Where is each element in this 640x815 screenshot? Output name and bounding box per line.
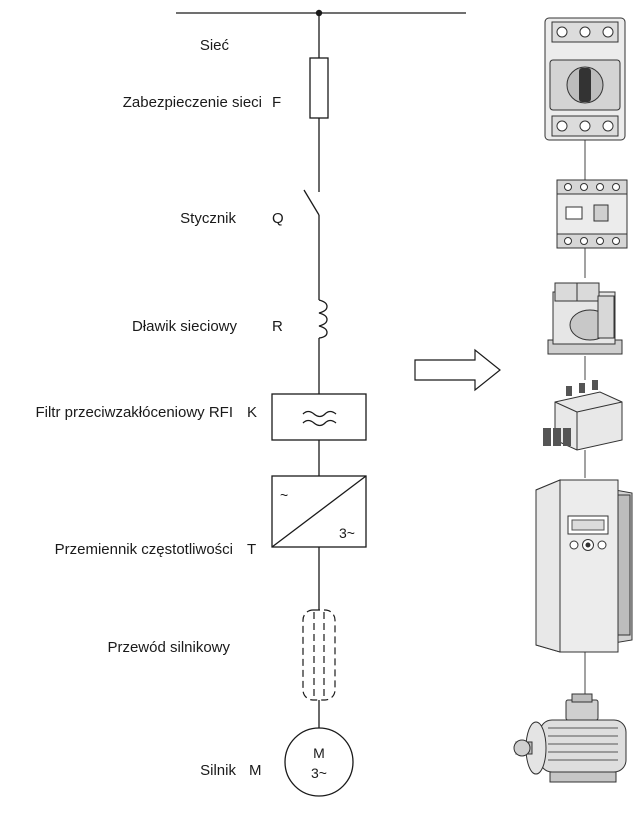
filter-wave-icon bbox=[302, 419, 337, 427]
circuit-breaker-image bbox=[544, 17, 626, 141]
motor-symbol bbox=[284, 727, 354, 797]
inverter-diagonal bbox=[271, 475, 367, 548]
choke-image bbox=[547, 282, 623, 355]
code-choke: R bbox=[272, 318, 283, 335]
rfi-filter-image bbox=[543, 380, 623, 451]
label-siec: Sieć bbox=[200, 37, 230, 54]
motor-letter: M bbox=[313, 745, 325, 761]
fuse-symbol bbox=[309, 57, 329, 119]
code-filter: K bbox=[247, 404, 257, 421]
label-inverter: Przemiennik częstotliwości bbox=[55, 541, 233, 558]
label-choke: Dławik sieciowy bbox=[132, 318, 238, 335]
choke-symbol bbox=[318, 299, 328, 339]
label-filter: Filtr przeciwzakłóceniowy RFI bbox=[35, 404, 233, 421]
cable-shield bbox=[302, 609, 336, 701]
inverter-input-symbol: ~ bbox=[280, 487, 288, 503]
filter-wave-icon bbox=[302, 410, 337, 418]
code-inverter: T bbox=[247, 541, 256, 558]
label-motor: Silnik bbox=[200, 762, 236, 779]
code-fuse: F bbox=[272, 94, 281, 111]
code-motor: M bbox=[249, 762, 262, 779]
code-contactor: Q bbox=[272, 210, 284, 227]
contactor-symbol bbox=[303, 189, 320, 216]
label-contactor: Stycznik bbox=[180, 210, 236, 227]
motor-phase: 3~ bbox=[311, 765, 327, 781]
inverter-output-symbol: 3~ bbox=[339, 525, 355, 541]
inverter-image bbox=[535, 479, 633, 653]
contactor-image bbox=[556, 179, 628, 249]
motor-image bbox=[513, 693, 627, 783]
label-cable: Przewód silnikowy bbox=[107, 639, 230, 656]
label-fuse: Zabezpieczenie sieci bbox=[123, 94, 262, 111]
arrow-icon bbox=[414, 348, 501, 392]
